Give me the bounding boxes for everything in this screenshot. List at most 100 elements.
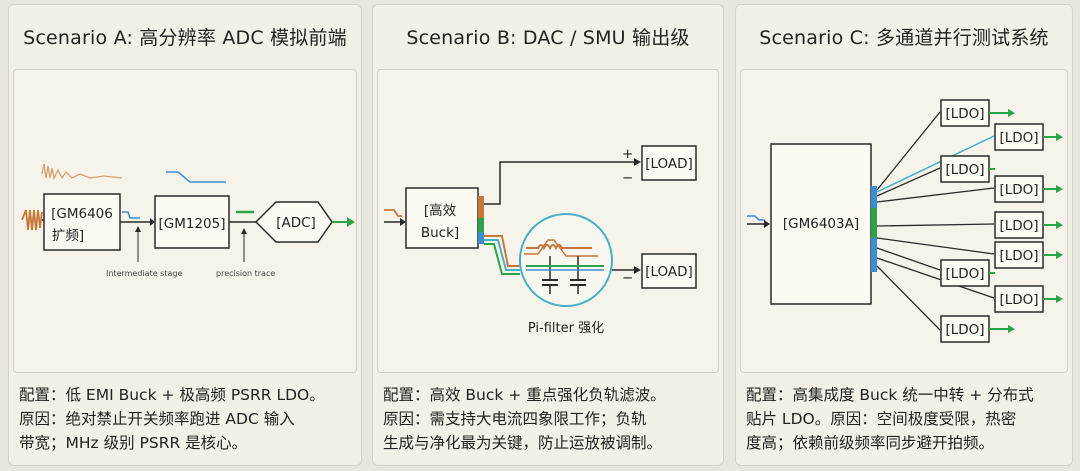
ldo-output-arrow-5 xyxy=(1056,133,1063,141)
buck-label-line2: Buck] xyxy=(421,225,459,241)
output-pin-orange xyxy=(478,196,484,218)
scenario-c-note-line: 贴片 LDO。原因：空间极度受限，热密 xyxy=(746,410,1017,428)
scenario-c-diagram: [GM6403A] [LDO] [LDO] [LDO] [LDO] xyxy=(747,99,1063,343)
buck-label-line1: [高效 xyxy=(424,202,457,219)
fanout-wire xyxy=(876,237,995,255)
ldo-output-arrow-1 xyxy=(1008,109,1015,117)
negative-sign-top: − xyxy=(622,170,633,186)
noise-input-signal xyxy=(21,209,43,231)
ldo-label-7: [LDO] xyxy=(999,218,1038,234)
positive-rail-wire xyxy=(484,161,636,205)
scenario-a-diagram-area: [GM6406 扩频] Intermediate stage [GM1205] … xyxy=(13,69,357,373)
load-bottom-block xyxy=(641,253,697,289)
input-trace-orange xyxy=(384,209,402,217)
adc-output-arrow xyxy=(347,217,355,227)
ldo-block-4 xyxy=(940,315,990,343)
ldo-output-arrow-6 xyxy=(1056,185,1063,193)
input-arrow xyxy=(764,220,770,228)
scenario-b-note-line: 生成与净化最为关键，防止运放被调制。 xyxy=(383,434,663,452)
gm6403a-label: [GM6403A] xyxy=(783,216,859,232)
positive-rail-arrow xyxy=(634,158,641,166)
fanout-wire xyxy=(876,111,941,191)
arrow-a1 xyxy=(150,218,155,226)
fanout-wire xyxy=(876,257,995,299)
load-top-block xyxy=(641,145,697,181)
scenario-a-panel: Scenario A: 高分辨率 ADC 模拟前端 [GM6406 扩频] In… xyxy=(8,4,362,466)
scenario-c-title: Scenario C: 多通道并行测试系统 xyxy=(759,27,1049,49)
scenario-a-note-line: 配置：低 EMI Buck + 极高频 PSRR LDO。 xyxy=(19,386,325,404)
scenario-b-title: Scenario B: DAC / SMU 输出级 xyxy=(406,27,690,49)
ldo-label-5: [LDO] xyxy=(999,130,1038,146)
output-pin-blue xyxy=(871,186,877,208)
fanout-wire xyxy=(876,247,941,271)
ldo-label-3: [LDO] xyxy=(945,266,984,282)
load-bottom-label: [LOAD] xyxy=(645,264,693,280)
ldo-block-7 xyxy=(994,211,1044,239)
scenario-b-diagram: [高效 Buck] + − [LOAD] xyxy=(384,145,697,336)
fanout-wire-teal xyxy=(876,135,995,193)
gm1205-block xyxy=(154,195,230,249)
scenario-b-note-line: 配置：高效 Buck + 重点强化负轨滤波。 xyxy=(383,386,666,404)
scenario-c-note-line: 度高；依赖前级频率同步避开拍频。 xyxy=(746,434,995,452)
scenario-b-panel: Scenario B: DAC / SMU 输出级 [高效 Buck] + − … xyxy=(372,4,724,466)
load-top-label: [LOAD] xyxy=(645,156,693,172)
scenario-a-note-line: 原因：绝对禁止开关频率跑进 ADC 输入 xyxy=(19,410,295,428)
intermediate-stage-label: Intermediate stage xyxy=(106,269,182,278)
ldo-label-2: [LDO] xyxy=(945,162,984,178)
scenario-c-note: 配置：高集成度 Buck 统一中转 + 分布式 贴片 LDO。原因：空间极度受限… xyxy=(746,383,1066,455)
scenario-c-panel: Scenario C: 多通道并行测试系统 [GM6403A] xyxy=(735,4,1073,466)
input-arrow xyxy=(400,218,406,226)
ldo-output-arrow-7 xyxy=(1056,221,1063,229)
filtered-trace-blue xyxy=(166,171,226,183)
scenario-c-diagram-area: [GM6403A] [LDO] [LDO] [LDO] [LDO] xyxy=(740,69,1068,373)
gm6403a-block xyxy=(770,143,872,305)
filtered-rail-arrow xyxy=(634,266,641,274)
scenario-b-note: 配置：高效 Buck + 重点强化负轨滤波。 原因：需支持大电流四象限工作；负轨… xyxy=(383,383,717,455)
output-pin-blue xyxy=(478,232,484,244)
pi-filter-caption: Pi-filter 强化 xyxy=(528,321,604,336)
scenario-a-diagram: [GM6406 扩频] Intermediate stage [GM1205] … xyxy=(21,163,355,278)
negative-rail-orange xyxy=(484,235,520,267)
gm6406-label-line1: [GM6406 xyxy=(51,206,113,222)
fanout-wire xyxy=(876,187,995,203)
input-trace-blue xyxy=(747,215,765,221)
positive-sign: + xyxy=(622,146,633,162)
scenario-a-title: Scenario A: 高分辨率 ADC 模拟前端 xyxy=(23,27,347,49)
ldo-label-9: [LDO] xyxy=(999,292,1038,308)
pi-filter-magnifier xyxy=(519,213,613,307)
ldo-block-8 xyxy=(994,241,1044,269)
output-pin-green xyxy=(478,218,484,232)
intermediate-pointer-head xyxy=(135,226,141,232)
fanout-wire xyxy=(876,167,941,197)
spread-spectrum-trace xyxy=(41,163,123,180)
scenario-a-note: 配置：低 EMI Buck + 极高频 PSRR LDO。 原因：绝对禁止开关频… xyxy=(19,383,355,455)
fanout-wire xyxy=(876,265,941,331)
negative-rail-teal xyxy=(484,239,520,271)
fanout-wire xyxy=(876,223,995,227)
scenario-b-diagram-area: [高效 Buck] + − [LOAD] xyxy=(377,69,719,373)
adc-label: [ADC] xyxy=(276,215,316,231)
precision-trace-label: precision trace xyxy=(216,269,275,278)
ldo-output-arrow-4 xyxy=(1008,325,1015,333)
ldo-block-6 xyxy=(994,175,1044,203)
ripple-trace xyxy=(524,239,598,257)
ldo-label-8: [LDO] xyxy=(999,248,1038,264)
ldo-label-4: [LDO] xyxy=(945,322,984,338)
ripple-trace-blue xyxy=(122,211,140,219)
gm1205-label: [GM1205] xyxy=(159,216,226,232)
scenario-a-note-line: 带宽；MHz 级别 PSRR 是核心。 xyxy=(19,434,248,452)
ldo-output-arrow-9 xyxy=(1056,295,1063,303)
ldo-output-arrow-8 xyxy=(1056,251,1063,259)
gm6406-label-line2: 扩频] xyxy=(52,228,84,244)
ldo-label-1: [LDO] xyxy=(945,106,984,122)
negative-rail-green xyxy=(484,243,520,275)
ldo-block-9 xyxy=(994,285,1044,313)
scenario-c-note-line: 配置：高集成度 Buck 统一中转 + 分布式 xyxy=(746,386,1034,404)
precision-pointer-head xyxy=(241,228,247,234)
negative-sign-bottom: − xyxy=(622,270,633,286)
ldo-block-3 xyxy=(940,259,990,287)
output-pin-green xyxy=(871,208,877,238)
ldo-block-5 xyxy=(994,123,1044,151)
output-pin-blue-lower xyxy=(871,238,877,272)
scenario-b-note-line: 原因：需支持大电流四象限工作；负轨 xyxy=(383,410,647,428)
